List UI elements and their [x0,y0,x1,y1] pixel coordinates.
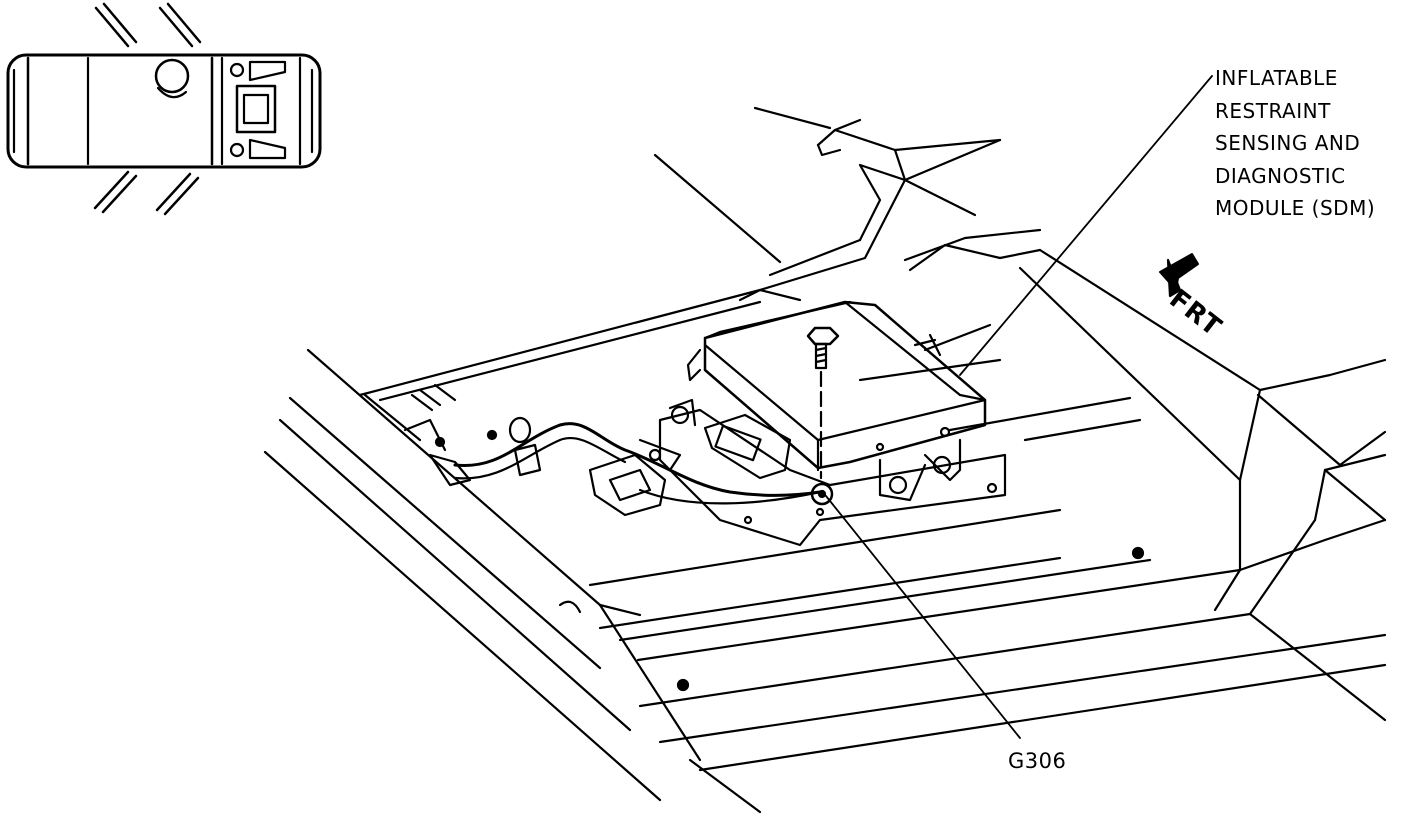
sdm-module [430,302,1005,545]
g306-leader-line [826,496,1020,738]
front-arrow-icon [1160,254,1198,296]
sdm-callout-line-4: DIAGNOSTIC [1215,163,1346,188]
vehicle-top-view-icon [8,4,320,214]
floor-pan-outline [265,108,1385,812]
sdm-callout-label: INFLATABLE RESTRAINT SENSING AND DIAGNOS… [1215,62,1375,225]
sdm-leader-line [960,76,1212,375]
bolt-icon [808,328,838,478]
sdm-callout-line-5: MODULE (SDM) [1215,196,1376,220]
g306-callout-label: G306 [1008,749,1067,773]
sdm-callout-line-2: RESTRAINT [1215,98,1331,123]
sdm-callout-line-3: SENSING AND [1215,131,1361,155]
sdm-callout-line-1: INFLATABLE [1215,66,1338,90]
